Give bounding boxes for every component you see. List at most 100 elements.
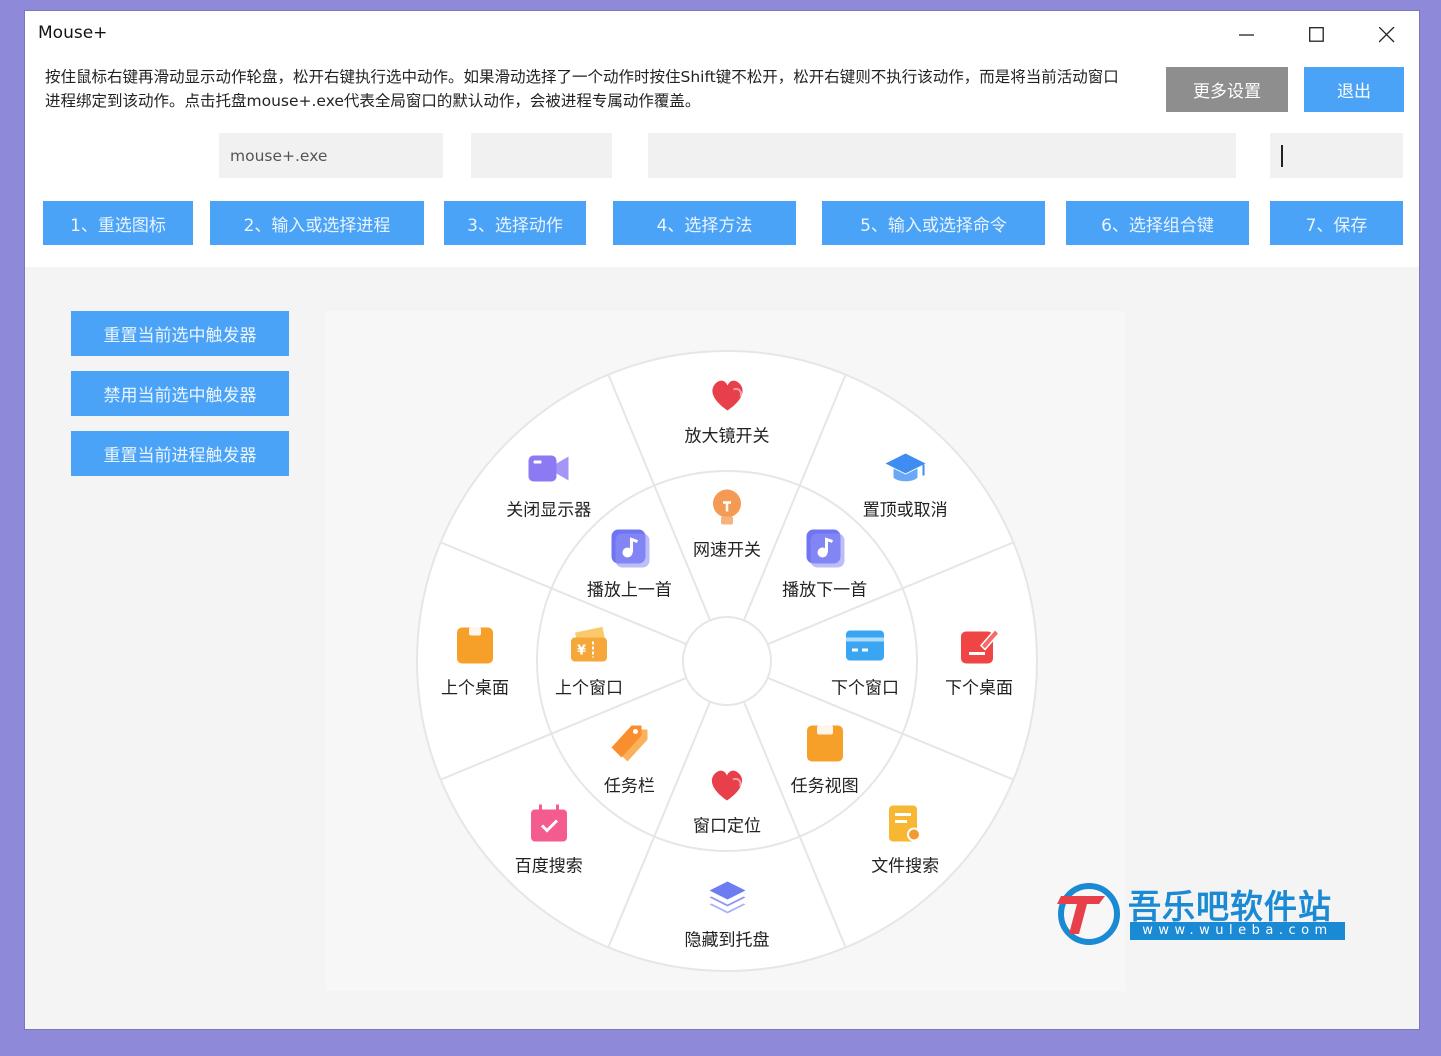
wheel-item-label: 上个桌面 — [441, 678, 509, 699]
wheel-divider — [742, 485, 801, 621]
edit-icon — [961, 628, 1001, 664]
wheel-divider — [440, 732, 552, 781]
wheel-divider — [767, 587, 903, 646]
title-bar: Mouse+ — [25, 11, 1419, 57]
step-select-process-button[interactable]: 2、输入或选择进程 — [210, 201, 424, 245]
more-settings-button[interactable]: 更多设置 — [1166, 67, 1288, 112]
wheel-item-label: 播放下一首 — [782, 580, 868, 601]
folder-icon — [457, 627, 493, 664]
instructions-text: 按住鼠标右键再滑动显示动作轮盘，松开右键执行选中动作。如果滑动选择了一个动作时按… — [45, 68, 1119, 110]
box-icon — [806, 725, 843, 762]
action-wheel-canvas: 放大镜开关置顶或取消下个桌面文件搜索隐藏到托盘 百度搜索 上个桌面 关闭显示器网速开关… — [325, 311, 1125, 991]
wheel-inner-item[interactable]: 窗口定位 — [693, 762, 761, 837]
watermark-title: 吾乐吧软件站 — [1128, 887, 1332, 926]
wheel-item-label: 网速开关 — [693, 540, 761, 561]
wheel-divider — [440, 541, 552, 590]
wheel-divider — [902, 541, 1014, 590]
process-input[interactable]: mouse+.exe — [219, 133, 443, 178]
hotkey-input[interactable] — [1270, 133, 1403, 178]
wheel-outer-item[interactable]: 百度搜索 — [515, 802, 583, 877]
lightbulb-icon — [713, 489, 741, 525]
wheel-divider — [767, 676, 903, 735]
close-button[interactable] — [1351, 11, 1421, 57]
watermark: 吾乐吧软件站 www.wuleba.com — [1053, 880, 1353, 950]
wheel-inner-item[interactable]: 任务栏 — [604, 721, 655, 796]
wheel-item-label: 放大镜开关 — [684, 426, 770, 447]
wheel-divider — [653, 701, 712, 837]
maximize-icon — [1309, 27, 1324, 42]
wheel-inner-item[interactable]: 播放下一首 — [782, 526, 867, 601]
wheel-divider — [653, 485, 712, 621]
wheel-item-label: 任务视图 — [790, 776, 859, 797]
wheel-item-label: 百度搜索 — [514, 856, 583, 877]
wheel-divider — [798, 836, 847, 948]
close-icon — [1379, 27, 1395, 43]
calendar-icon — [530, 804, 567, 842]
wheel-divider — [798, 374, 847, 486]
minimize-icon — [1239, 34, 1254, 36]
wheel-outer-item[interactable]: 关闭显示器 — [506, 445, 591, 520]
wheel-item-label: 隐藏到托盘 — [684, 930, 770, 951]
document-search-icon — [889, 805, 922, 842]
reset-process-trigger-button[interactable]: 重置当前进程触发器 — [71, 431, 289, 476]
text-caret — [1281, 144, 1283, 167]
wheel-center[interactable] — [682, 616, 772, 706]
step-select-command-button[interactable]: 5、输入或选择命令 — [822, 201, 1045, 245]
command-input[interactable] — [648, 133, 1236, 178]
heart-icon — [711, 380, 743, 411]
wheel-divider — [551, 676, 687, 735]
svg-text:¥: ¥ — [577, 644, 586, 659]
watermark-url: www.wuleba.com — [1130, 922, 1345, 940]
wheel-outer-item[interactable]: 上个桌面 — [441, 624, 509, 699]
wheel-divider — [607, 374, 656, 486]
process-input-value: mouse+.exe — [230, 146, 328, 165]
wheel-item-label: 关闭显示器 — [506, 500, 592, 521]
window-title: Mouse+ — [38, 23, 108, 43]
step-reselect-icon-button[interactable]: 1、重选图标 — [43, 201, 193, 245]
wheel-inner-item[interactable]: 任务视图 — [791, 721, 859, 796]
wheel-item-label: 置顶或取消 — [862, 500, 948, 521]
disable-selected-trigger-button[interactable]: 禁用当前选中触发器 — [71, 371, 289, 416]
wheel-item-label: 窗口定位 — [693, 816, 761, 837]
graduation-cap-icon — [885, 453, 926, 482]
wheel-item-label: 下个窗口 — [831, 678, 899, 699]
video-camera-icon — [528, 455, 569, 482]
music-icon — [806, 529, 845, 568]
wheel-inner-item[interactable]: 播放上一首 — [587, 526, 672, 601]
layers-icon — [709, 881, 745, 914]
wheel-outer-item[interactable]: 放大镜开关 — [685, 372, 770, 447]
toolbar-area: 按住鼠标右键再滑动显示动作轮盘，松开右键执行选中动作。如果滑动选择了一个动作时按… — [25, 57, 1419, 267]
action-select[interactable] — [471, 133, 612, 178]
reset-selected-trigger-button[interactable]: 重置当前选中触发器 — [71, 311, 289, 356]
wheel-item-label: 任务栏 — [603, 776, 655, 797]
coupon-icon: ¥ — [571, 626, 607, 662]
wheel-item-label: 文件搜索 — [871, 856, 940, 877]
wheel-item-label: 播放上一首 — [586, 580, 672, 601]
wheel-outer-item[interactable]: 文件搜索 — [871, 802, 939, 877]
exit-button[interactable]: 退出 — [1304, 67, 1404, 112]
wheel-divider — [902, 732, 1014, 781]
wheel-outer-item[interactable]: 隐藏到托盘 — [685, 876, 770, 951]
watermark-logo-icon — [1057, 883, 1120, 945]
wheel-divider — [742, 701, 801, 837]
wheel-divider — [607, 836, 656, 948]
wheel-outer-item[interactable]: 下个桌面 — [945, 624, 1013, 699]
music-icon — [611, 529, 650, 568]
app-window: Mouse+ 按住鼠标右键再滑动显示动作轮盘，松开右键执行选中动作。如果滑动选择… — [24, 10, 1420, 1030]
tag-icon — [611, 725, 648, 762]
wheel-item-label: 上个窗口 — [555, 678, 623, 699]
step-select-hotkey-button[interactable]: 6、选择组合键 — [1066, 201, 1249, 245]
step-save-button[interactable]: 7、保存 — [1270, 201, 1403, 245]
wheel-divider — [551, 587, 687, 646]
card-icon — [846, 630, 884, 661]
step-select-method-button[interactable]: 4、选择方法 — [613, 201, 796, 245]
heart-icon — [711, 770, 743, 801]
wheel-item-label: 下个桌面 — [945, 678, 1013, 699]
step-select-action-button[interactable]: 3、选择动作 — [444, 201, 586, 245]
wheel-outer-item[interactable]: 置顶或取消 — [863, 445, 948, 520]
wheel-inner-item[interactable]: 下个窗口 — [831, 624, 899, 699]
minimize-button[interactable] — [1211, 11, 1281, 57]
maximize-button[interactable] — [1281, 11, 1351, 57]
wheel-inner-item[interactable]: ¥ 上个窗口 — [555, 624, 623, 699]
wheel-inner-item[interactable]: 网速开关 — [693, 486, 761, 561]
